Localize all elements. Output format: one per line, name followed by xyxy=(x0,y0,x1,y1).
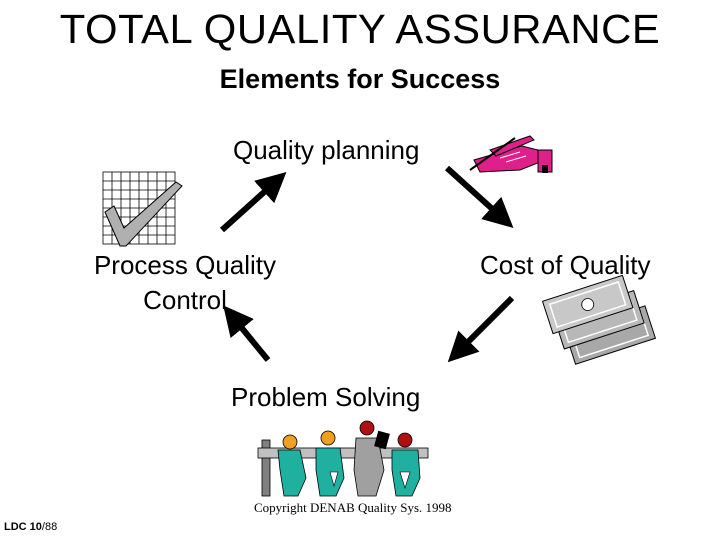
node-process-quality-control-line1: Process Quality xyxy=(93,250,277,280)
node-process-quality-control-line2: Control xyxy=(143,285,227,315)
page-subtitle: Elements for Success xyxy=(219,64,501,94)
meeting-people-icon xyxy=(257,420,429,497)
arrow-cost-to-problem xyxy=(447,295,515,363)
hand-writing-icon xyxy=(469,135,553,173)
node-process-quality-control: Process Quality Control xyxy=(70,248,300,318)
footer-code: LDC 10/88 xyxy=(4,521,57,533)
node-problem-solving: Problem Solving xyxy=(231,382,421,412)
node-quality-planning: Quality planning xyxy=(233,135,420,165)
grid-checkmark-icon xyxy=(102,171,183,247)
money-stack-icon xyxy=(541,274,657,365)
page-title: TOTAL QUALITY ASSURANCE xyxy=(59,6,661,52)
copyright-notice: Copyright DENAB Quality Sys. 1998 xyxy=(254,500,452,515)
arrow-planning-to-cost xyxy=(444,165,514,229)
footer-code-suffix: /88 xyxy=(41,521,58,533)
arrow-pqc-to-planning xyxy=(219,171,287,233)
footer-code-main: LDC 10 xyxy=(4,521,42,533)
arrow-problem-to-pqc xyxy=(223,305,271,362)
